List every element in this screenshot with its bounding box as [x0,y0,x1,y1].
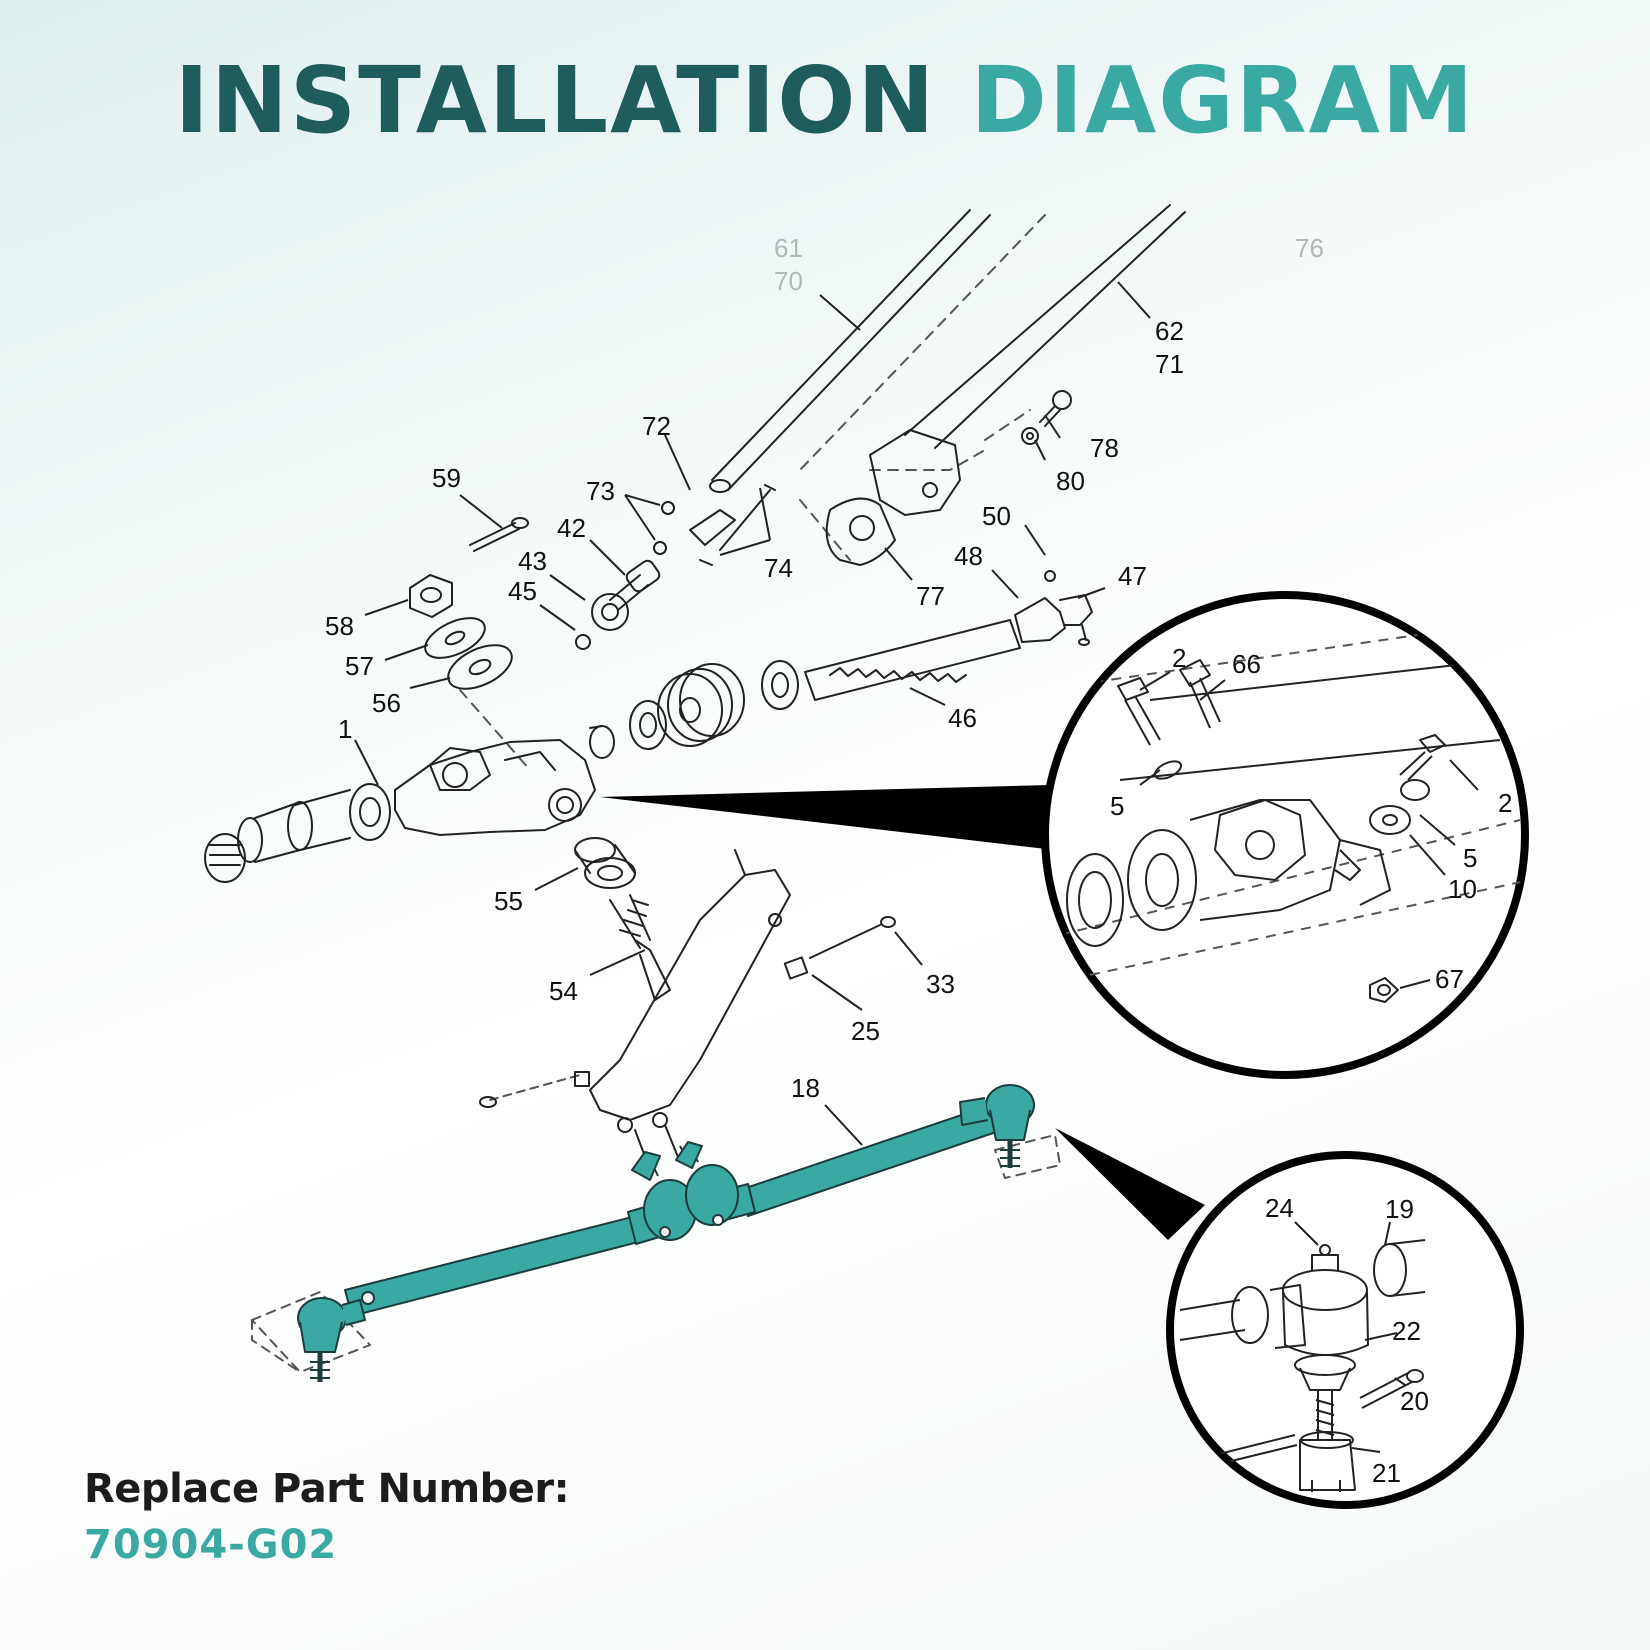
detail-callout-5-left: 5 [1110,791,1124,821]
callout-76: 76 [1295,233,1324,263]
title-word-installation: INSTALLATION [174,47,937,154]
mounting-bracket [251,1134,1061,1373]
callout-80: 80 [1056,466,1085,496]
pinion-nut-stack [409,517,531,771]
steering-column [709,204,1186,561]
callout-59: 59 [432,463,461,493]
callout-57: 57 [345,651,374,681]
detail-callout-24: 24 [1265,1193,1294,1223]
shaft-coupler [575,484,776,650]
rack-housing [204,739,596,883]
title-word-diagram: DIAGRAM [970,47,1476,154]
pitman-arm [479,849,896,1171]
callout-33: 33 [926,969,955,999]
detail-lower-leaders [1294,1221,1406,1453]
callout-55: 55 [494,886,523,916]
page-title: INSTALLATION DIAGRAM [0,55,1650,147]
outer-tie-rod-end [1014,570,1093,646]
detail-pointer-upper [600,785,1055,850]
rack-bar [589,619,1021,759]
detail-callout-2-right: 2 [1498,788,1512,818]
detail-callout-67: 67 [1435,964,1464,994]
replace-part-label: Replace Part Number: [84,1466,570,1512]
callout-45: 45 [508,576,537,606]
callout-47: 47 [1118,561,1147,591]
detail-callout-66: 66 [1232,649,1261,679]
callout-54: 54 [549,976,578,1006]
detail-circle-housing-mount [1041,591,1529,1079]
callout-61: 61 [774,233,803,263]
bolt-78 [1021,390,1072,445]
detail-callout-10: 10 [1448,874,1477,904]
detail-upper-leaders [1139,671,1479,989]
callout-48: 48 [954,541,983,571]
callout-62: 62 [1155,316,1184,346]
detail-callout-5-right: 5 [1463,843,1477,873]
detail-callout-22: 22 [1392,1316,1421,1346]
callout-74: 74 [764,553,793,583]
callout-78: 78 [1090,433,1119,463]
part-number: 70904-G02 [84,1522,338,1568]
pinion-shaft [574,837,671,1001]
column-flange [825,429,961,566]
detail-callout-2-top: 2 [1172,643,1186,673]
leader-lines [354,281,1151,1146]
callout-25: 25 [851,1016,880,1046]
tie-rod-assembly [297,1084,1035,1382]
callout-1: 1 [338,714,352,744]
callout-42: 42 [557,513,586,543]
callout-72: 72 [642,411,671,441]
callout-46: 46 [948,703,977,733]
callout-77: 77 [916,581,945,611]
detail-circle-ball-joint [1166,1151,1524,1509]
callout-43: 43 [518,546,547,576]
callout-50: 50 [982,501,1011,531]
detail-pointer-lower [1055,1128,1205,1240]
callout-70: 70 [774,266,803,296]
callout-18: 18 [791,1073,820,1103]
detail-callout-20: 20 [1400,1386,1429,1416]
replace-part-block: Replace Part Number: 70904-G02 [84,1466,570,1568]
callout-58: 58 [325,611,354,641]
callout-71: 71 [1155,349,1184,379]
callout-73: 73 [586,476,615,506]
detail-callout-19: 19 [1385,1194,1414,1224]
callout-56: 56 [372,688,401,718]
detail-callout-21: 21 [1372,1458,1401,1488]
